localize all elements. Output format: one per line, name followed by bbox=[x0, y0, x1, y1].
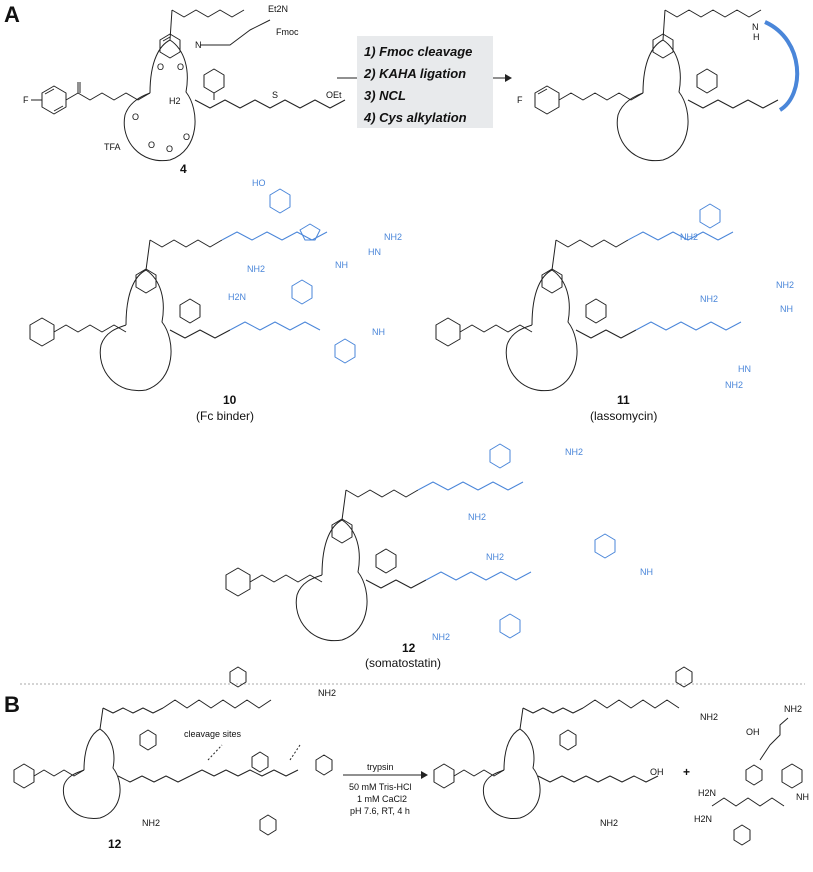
product-b1-structure: NH2 OH NH2 bbox=[433, 666, 718, 828]
compound-4-number: 4 bbox=[180, 162, 187, 176]
svg-text:O: O bbox=[157, 62, 164, 72]
product-b2-structure: NH2 OH H2N H2N NH bbox=[694, 704, 809, 846]
compound-12-b-structure: NH2 NH2 12 bbox=[13, 666, 336, 851]
nh-product: N bbox=[752, 22, 759, 32]
et2n-label: Et2N bbox=[268, 4, 288, 14]
svg-text:NH: NH bbox=[796, 792, 809, 802]
svg-text:O: O bbox=[132, 112, 139, 122]
compound-10-structure: NH HN NH2 H2N NH2 HO NH 10 (Fc binder) bbox=[29, 178, 402, 423]
svg-text:H2N: H2N bbox=[698, 788, 716, 798]
step-1: 1) Fmoc cleavage bbox=[364, 44, 472, 59]
step-3: 3) NCL bbox=[364, 88, 406, 103]
svg-text:NH: NH bbox=[640, 567, 653, 577]
tfa-label: TFA bbox=[104, 142, 121, 152]
compound-10-name: (Fc binder) bbox=[196, 409, 254, 423]
svg-text:NH: NH bbox=[335, 260, 348, 270]
svg-text:NH2: NH2 bbox=[784, 704, 802, 714]
svg-text:HN: HN bbox=[738, 364, 751, 374]
compound-11-name: (lassomycin) bbox=[590, 409, 657, 423]
svg-text:HN: HN bbox=[368, 247, 381, 257]
product-lasso-structure: F N H bbox=[517, 9, 800, 162]
svg-text:H2N: H2N bbox=[228, 292, 246, 302]
svg-text:O: O bbox=[183, 132, 190, 142]
svg-text:O: O bbox=[166, 144, 173, 154]
svg-text:NH2: NH2 bbox=[565, 447, 583, 457]
svg-text:NH2: NH2 bbox=[468, 512, 486, 522]
h2-label: H2 bbox=[169, 96, 181, 106]
arrow-head-a bbox=[505, 74, 512, 82]
compound-4-structure: F O O O O O O N Et2N Fmoc H2 S OEt TFA 4 bbox=[23, 4, 346, 176]
svg-text:NH2: NH2 bbox=[318, 688, 336, 698]
compound-12-name: (somatostatin) bbox=[365, 656, 441, 670]
svg-text:H2N: H2N bbox=[694, 814, 712, 824]
svg-text:NH2: NH2 bbox=[776, 280, 794, 290]
svg-text:NH2: NH2 bbox=[384, 232, 402, 242]
svg-text:NH2: NH2 bbox=[247, 264, 265, 274]
condition-1: 50 mM Tris-HCl bbox=[349, 782, 412, 792]
compound-10-number: 10 bbox=[223, 393, 237, 407]
svg-text:O: O bbox=[148, 140, 155, 150]
plus-sign: + bbox=[683, 765, 690, 779]
svg-text:OH: OH bbox=[746, 727, 760, 737]
svg-text:NH2: NH2 bbox=[486, 552, 504, 562]
reagent-label: trypsin bbox=[367, 762, 394, 772]
compound-12-structure: NH2 NH2 NH2 NH2 NH 12 (somatostatin) bbox=[225, 443, 653, 670]
compound-11-number: 11 bbox=[617, 393, 630, 407]
condition-2: 1 mM CaCl2 bbox=[357, 794, 407, 804]
step-2: 2) KAHA ligation bbox=[363, 66, 466, 81]
svg-text:NH2: NH2 bbox=[600, 818, 618, 828]
svg-text:NH2: NH2 bbox=[142, 818, 160, 828]
svg-text:H: H bbox=[753, 32, 760, 42]
svg-text:N: N bbox=[195, 40, 202, 50]
f-atom-4: F bbox=[23, 95, 29, 105]
arrow-head-b bbox=[421, 771, 428, 779]
svg-text:NH2: NH2 bbox=[725, 380, 743, 390]
conditions-box-a bbox=[357, 36, 493, 128]
cleavage-sites-label: cleavage sites bbox=[184, 729, 242, 739]
svg-text:NH2: NH2 bbox=[700, 294, 718, 304]
svg-text:HO: HO bbox=[252, 178, 266, 188]
svg-text:NH2: NH2 bbox=[700, 712, 718, 722]
peptide-lasso-arc bbox=[764, 20, 800, 112]
compound-11-structure: NH2 NH2 NH2 NH HN NH2 11 (lassomycin) bbox=[435, 203, 794, 423]
svg-text:OH: OH bbox=[650, 767, 664, 777]
svg-text:O: O bbox=[177, 62, 184, 72]
panel-label-b: B bbox=[4, 692, 20, 717]
compound-12-b-number: 12 bbox=[108, 837, 122, 851]
s-label: S bbox=[272, 90, 278, 100]
compound-12-number: 12 bbox=[402, 641, 416, 655]
svg-text:NH: NH bbox=[780, 304, 793, 314]
svg-text:NH: NH bbox=[372, 327, 385, 337]
panel-label-a: A bbox=[4, 2, 20, 27]
fmoc-label: Fmoc bbox=[276, 27, 299, 37]
svg-text:NH2: NH2 bbox=[432, 632, 450, 642]
svg-text:NH2: NH2 bbox=[680, 232, 698, 242]
step-4: 4) Cys alkylation bbox=[363, 110, 467, 125]
oet-label: OEt bbox=[326, 90, 342, 100]
f-atom-product: F bbox=[517, 95, 523, 105]
condition-3: pH 7.6, RT, 4 h bbox=[350, 806, 410, 816]
